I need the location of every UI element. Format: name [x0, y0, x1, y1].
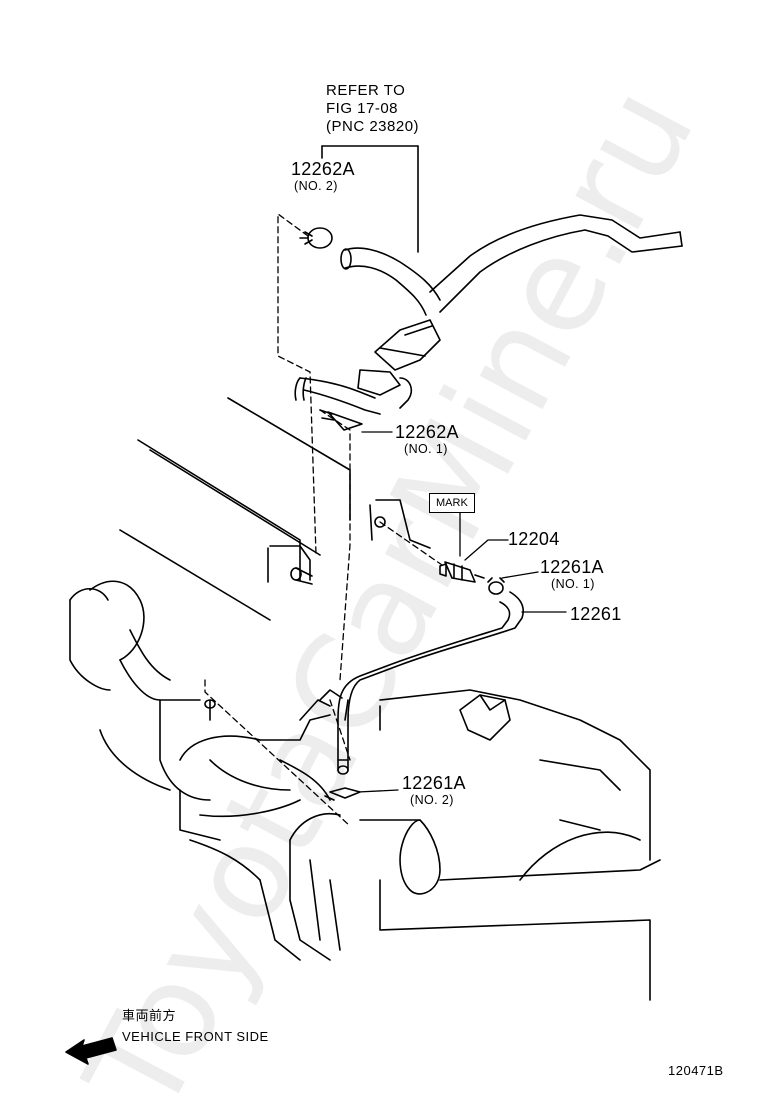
refer-to-line-3: (PNC 23820): [326, 118, 420, 135]
illustration-id: 120471B: [668, 1063, 724, 1078]
ventilation-hose-upper: [294, 214, 683, 415]
part-number-12204[interactable]: 12204: [508, 529, 560, 549]
part-number-12261a-no2[interactable]: 12261A: [402, 773, 466, 793]
engine-block: [69, 397, 431, 961]
refer-to-line-2: FIG 17-08: [326, 100, 399, 117]
vehicle-front-japanese: 車両前方: [122, 1009, 177, 1024]
ventilation-hose-12261: [337, 591, 525, 775]
part-number-12262a-no1[interactable]: 12262A: [395, 422, 459, 442]
air-cleaner-housing: [289, 689, 661, 1001]
clip-12262a-no2: [299, 227, 333, 249]
part-note-no2-lower: (NO. 2): [410, 793, 454, 807]
dashed-reference-lines: [204, 213, 443, 827]
clip-12262a-no1: [319, 409, 363, 431]
pcv-valve-12204: [439, 561, 485, 583]
mark-label-box: MARK: [429, 493, 475, 513]
refer-to-line-1: REFER TO: [326, 82, 406, 99]
part-number-12261a-no1[interactable]: 12261A: [540, 557, 604, 577]
part-note-no2-upper: (NO. 2): [294, 179, 338, 193]
vehicle-front-english: VEHICLE FRONT SIDE: [122, 1029, 269, 1044]
part-note-no1-lower: (NO. 1): [551, 577, 595, 591]
part-number-12262a-no2[interactable]: 12262A: [291, 159, 355, 179]
clip-12261a-no1: [487, 577, 505, 595]
clip-12261a-no2: [324, 787, 361, 801]
refer-bracket-line: [321, 145, 419, 253]
part-leader-lines: [357, 431, 567, 793]
part-number-12261[interactable]: 12261: [570, 604, 622, 624]
vehicle-front-arrow-icon: [65, 1037, 117, 1065]
part-note-no1-upper: (NO. 1): [404, 442, 448, 456]
